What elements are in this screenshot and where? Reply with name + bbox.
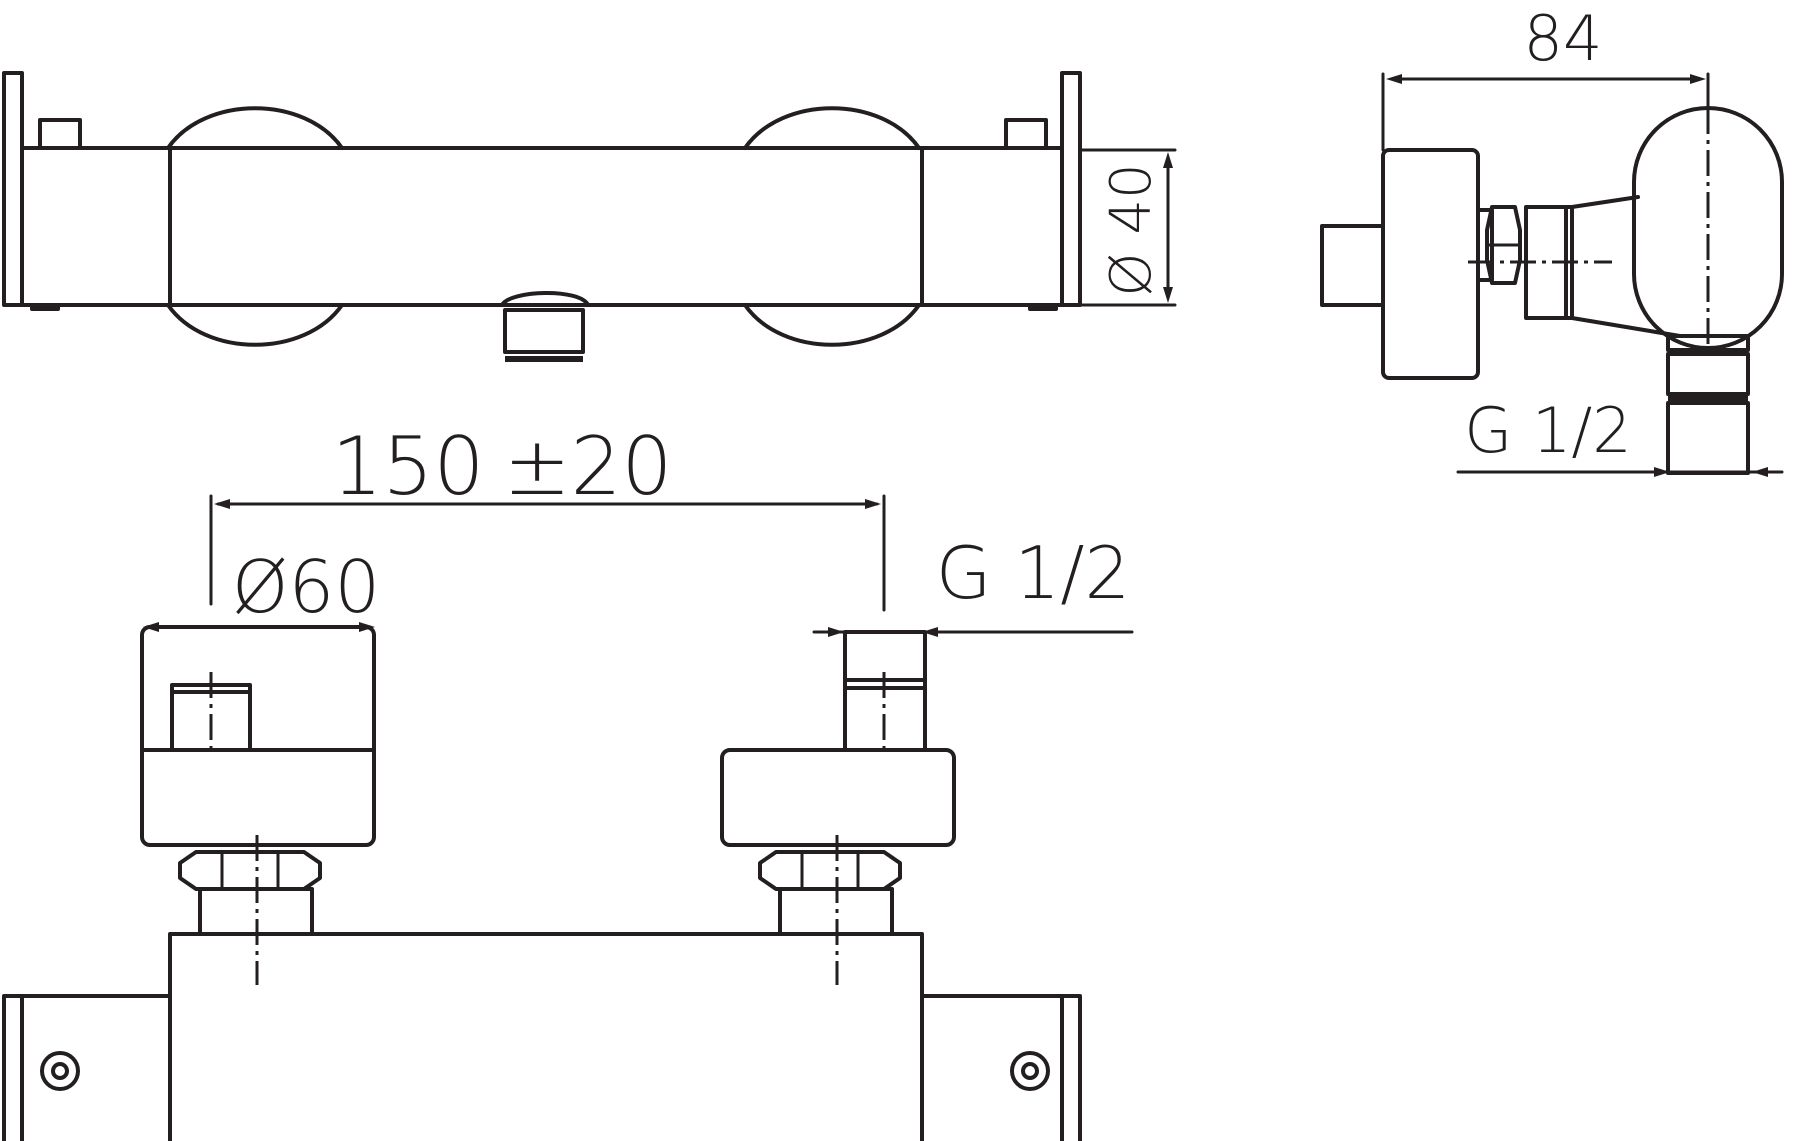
side-outlet-lower [1666, 401, 1750, 475]
side-wall-plate [1381, 148, 1480, 380]
front-left-plate [2, 994, 24, 1141]
connector-diameter-label: Ø60 [232, 545, 380, 629]
side-arm [1564, 195, 1682, 338]
spacing-value: 150 [332, 420, 485, 513]
right-connector-housing [720, 748, 956, 847]
dim-arrow-top [1163, 152, 1173, 168]
side-outlet-band [1668, 396, 1748, 403]
front-left-tube [20, 994, 172, 1141]
left-end-tube [20, 146, 172, 307]
left-knob-bottom-arc [166, 303, 344, 347]
main-body [168, 146, 924, 307]
right-screw-inner [1021, 1062, 1039, 1080]
spacing-tolerance: ±20 [504, 420, 673, 513]
outlet-thread-label: G 1/2 [1464, 394, 1632, 467]
dim-arrow-right [1690, 74, 1706, 84]
spacing-arrow-left [214, 499, 230, 509]
side-outlet-stem [1666, 352, 1750, 396]
spacing-label: 150 [332, 420, 485, 513]
front-right-plate [1060, 994, 1082, 1141]
right-screw-outer [1010, 1051, 1050, 1091]
side-view: 84 G 1/2 [1320, 2, 1784, 477]
thread-arrow-r [922, 627, 938, 637]
right-bottom-nub [1028, 303, 1058, 311]
top-view: Ø 40 [2, 71, 1177, 362]
outlet-cap [500, 291, 590, 307]
front-right-tube [920, 994, 1064, 1141]
right-hex-nut [758, 850, 902, 891]
thread-arrow-l [828, 627, 844, 637]
right-tab [1004, 118, 1048, 150]
wall-stub [1320, 224, 1385, 307]
left-screw-inner [51, 1062, 69, 1080]
front-view: 150 ±20 Ø60 G 1/2 [2, 420, 1134, 1141]
left-wall-plate [2, 71, 24, 307]
thread-arrow-right [1752, 467, 1768, 477]
dim-arrow-bottom [1163, 287, 1173, 303]
front-main-body [168, 932, 924, 1141]
left-tab [38, 118, 82, 150]
right-knob-bottom-arc [743, 303, 921, 347]
thread-arrow-left [1654, 467, 1670, 477]
left-bottom-nub [30, 303, 60, 311]
depth-label: 84 [1524, 2, 1603, 75]
outlet-stem [503, 308, 585, 354]
spacing-arrow-right [865, 499, 881, 509]
side-sleeve [1476, 208, 1494, 282]
left-knob-top-arc [166, 106, 344, 150]
right-wall-plate [1060, 71, 1082, 307]
left-screw-outer [40, 1051, 80, 1091]
right-knob-top-arc [743, 106, 921, 150]
outlet-stem-band [505, 356, 583, 362]
side-outlet-top [1666, 334, 1750, 352]
left-hex-nut [178, 850, 322, 891]
side-hex-nut [1485, 205, 1522, 285]
inlet-thread-label: G 1/2 [936, 531, 1131, 615]
body-diameter-label: Ø 40 [1099, 163, 1164, 296]
dim-arrow-left [1386, 74, 1402, 84]
left-connector-housing [140, 625, 376, 847]
right-end-tube [920, 146, 1064, 307]
